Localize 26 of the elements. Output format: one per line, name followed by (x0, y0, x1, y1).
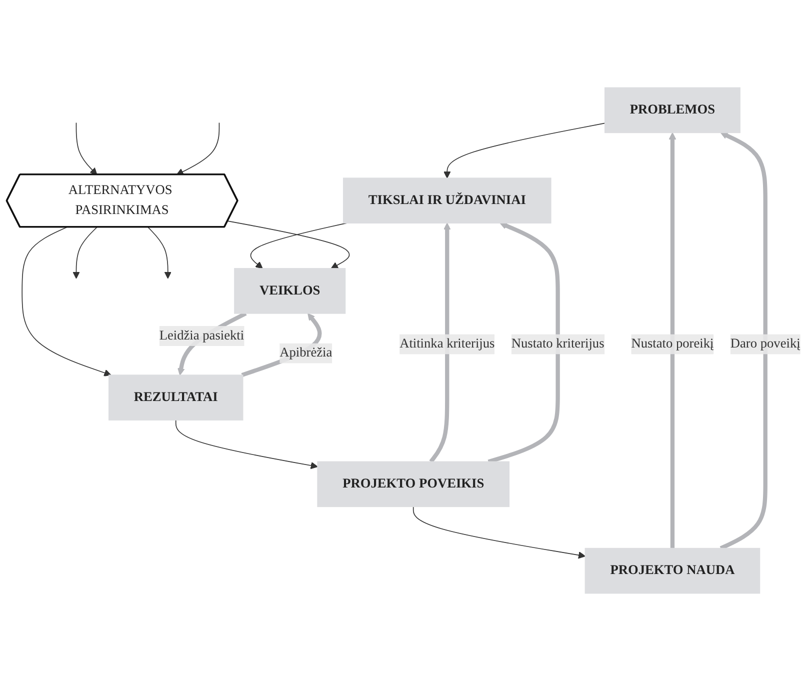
arrow (720, 132, 768, 550)
arrow (72, 226, 98, 279)
edge-label: Nustato kriterijus (511, 336, 604, 351)
arrow (148, 226, 172, 279)
edge-label: Leidžia pasiekti (159, 328, 244, 343)
node-box: PROBLEMOS (604, 87, 740, 134)
arrow (412, 506, 586, 559)
edge-label: Daro poveikį (730, 336, 800, 351)
arrow (176, 122, 220, 176)
arrow (488, 222, 560, 464)
node-box: PROJEKTO POVEIKIS (317, 461, 510, 508)
edge-label: Apibrėžia (280, 346, 332, 360)
arrow (22, 226, 112, 376)
node-box: TIKSLAI IR UŽDAVINIAI (342, 178, 552, 224)
node-box: VEIKLOS (234, 268, 346, 314)
arrow (250, 222, 348, 269)
edge-label: Nustato poreikį (631, 336, 714, 351)
arrow (429, 222, 451, 463)
arrow (175, 420, 318, 470)
arrow (76, 122, 98, 176)
node-box: REZULTATAI (108, 374, 244, 420)
arrow (227, 220, 350, 269)
arrow (443, 122, 606, 178)
edge-label: Atitinka kriterijus (400, 336, 495, 351)
node-box: PROJEKTO NAUDA (584, 548, 760, 594)
arrow (668, 132, 676, 548)
